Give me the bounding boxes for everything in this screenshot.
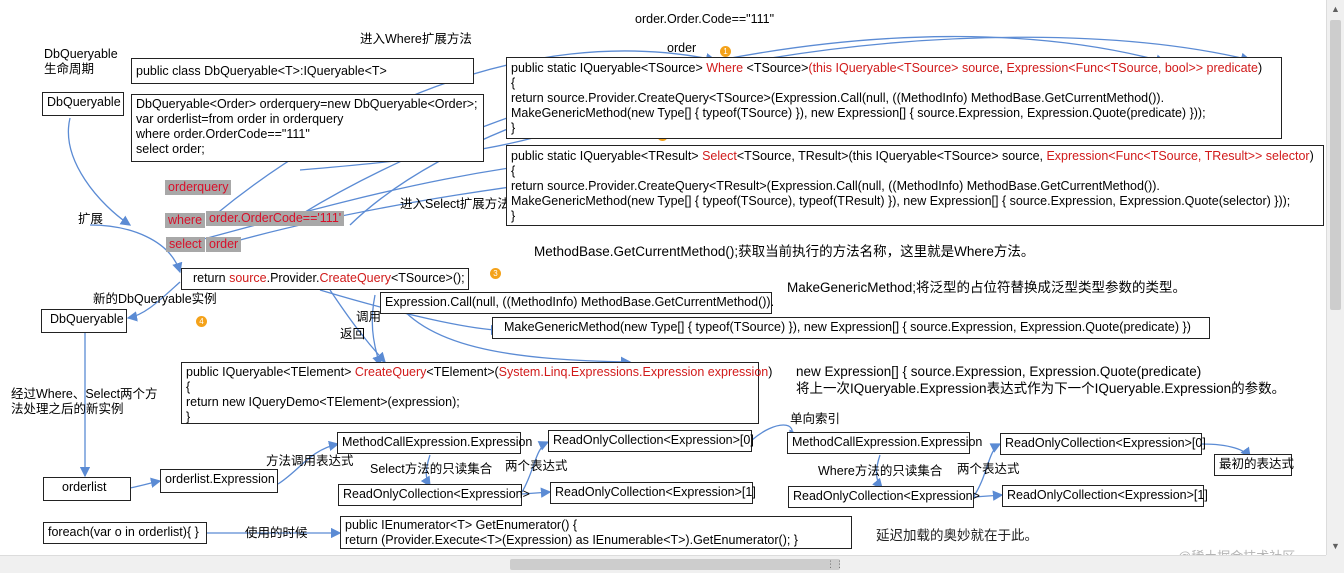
scrollbar-corner [1326, 555, 1344, 573]
expr-call-box: Expression.Call(null, ((MethodInfo) Meth… [380, 292, 774, 314]
lifecycle-label: DbQueryable 生命周期 [44, 47, 118, 76]
scroll-down-icon[interactable]: ▼ [1331, 541, 1340, 551]
after-where-select-label: 经过Where、Select两个方 法处理之后的新实例 [11, 387, 158, 416]
dbqueryable-top-box: DbQueryable [42, 92, 124, 116]
where-readonly-label: Where方法的只读集合 [818, 464, 943, 478]
chip-orderquery: orderquery [165, 180, 232, 195]
horizontal-scrollbar[interactable]: ⋮⋮ [0, 555, 1326, 573]
horizontal-scroll-thumb[interactable] [510, 559, 840, 570]
roc-1-box-1: ReadOnlyCollection<Expression>[1] [550, 482, 756, 504]
initial-expr-box: 最初的表达式 [1214, 454, 1294, 476]
enumerator-box: public IEnumerator<T> GetEnumerator() { … [340, 516, 852, 549]
chip-order: order [206, 237, 242, 252]
method-call-expr-label: 方法调用表达式 [266, 454, 354, 468]
step-dot-1: 1 [720, 46, 731, 57]
vertical-scroll-thumb[interactable] [1330, 20, 1341, 310]
method-base-note: MethodBase.GetCurrentMethod();获取当前执行的方法名… [534, 244, 1035, 259]
lazy-load-label: 延迟加载的奥妙就在于此。 [876, 528, 1038, 543]
mce-box-2: MethodCallExpression.Expression [787, 432, 982, 454]
step-dot-3: 3 [490, 268, 501, 279]
roc-0-box-1: ReadOnlyCollection<Expression>[0] [548, 430, 754, 452]
order-top-label: order [667, 41, 697, 55]
arrow-dbq-down [67, 117, 132, 226]
roc-0-box-2: ReadOnlyCollection<Expression>[0] [1000, 433, 1206, 455]
make-generic-box: MakeGenericMethod(new Type[] { typeof(TS… [492, 317, 1210, 339]
diagram-canvas: DbQueryable 生命周期 进入Where扩展方法 order.Order… [11, 12, 1324, 564]
new-expr-note-1: new Expression[] { source.Expression, Ex… [796, 364, 1202, 379]
order-code-top-label: order.Order.Code=="111" [635, 12, 775, 26]
select-readonly-label: Select方法的只读集合 [370, 462, 493, 476]
orderlist-expr-box: orderlist.Expression [160, 469, 278, 493]
return-create-box: return source.Provider.CreateQuery<TSour… [181, 268, 469, 290]
roc-box-1: ReadOnlyCollection<Expression> [338, 484, 530, 506]
roc-1-box-2: ReadOnlyCollection<Expression>[1] [1002, 485, 1208, 507]
select-method-box: public static IQueryable<TResult> Select… [506, 145, 1324, 226]
arrow-call-back [371, 294, 383, 367]
step-dot-4: 4 [196, 316, 207, 327]
use-time-label: 使用的时候 [245, 526, 308, 540]
dbqueryable-mid-box: DbQueryable [41, 309, 127, 333]
mce-box-1: MethodCallExpression.Expression [337, 432, 532, 454]
enter-where-label: 进入Where扩展方法 [360, 32, 472, 46]
foreach-box: foreach(var o in orderlist){ } [43, 522, 207, 544]
chip-order-code: order.OrderCode=='111' [206, 211, 345, 226]
where-method-box: public static IQueryable<TSource> Where … [506, 57, 1282, 139]
vertical-scrollbar[interactable]: ▲ ▼ [1326, 0, 1344, 555]
query-code-box: DbQueryable<Order> orderquery=new DbQuer… [131, 94, 484, 162]
orderlist-box: orderlist [43, 477, 131, 501]
new-instance-label: 新的DbQueryable实例 [93, 292, 217, 306]
create-query-box: public IQueryable<TElement> CreateQuery<… [181, 362, 772, 424]
new-expr-note-2: 将上一次IQueryable.Expression表达式作为下一个IQuerya… [796, 381, 1286, 396]
chip-select: select [166, 237, 205, 252]
scroll-up-icon[interactable]: ▲ [1331, 4, 1340, 14]
two-expr-label-1: 两个表达式 [505, 459, 568, 473]
grip-icon: ⋮⋮ [826, 559, 844, 569]
single-index-label: 单向索引 [790, 412, 841, 426]
return-label: 返回 [340, 327, 366, 341]
chip-where: where [165, 213, 206, 228]
enter-select-label: 进入Select扩展方法 [400, 197, 510, 211]
extend-label: 扩展 [78, 212, 104, 226]
make-generic-note: MakeGenericMethod;将泛型的占位符替换成泛型类型参数的类型。 [787, 280, 1187, 295]
two-expr-label-2: 两个表达式 [957, 462, 1020, 476]
class-decl-box: public class DbQueryable<T>:IQueryable<T… [131, 58, 474, 84]
arrow-orderlist-expr [129, 477, 162, 489]
roc-box-2: ReadOnlyCollection<Expression> [788, 486, 980, 508]
arrow-return-create [329, 289, 386, 363]
call-label: 调用 [356, 310, 382, 324]
